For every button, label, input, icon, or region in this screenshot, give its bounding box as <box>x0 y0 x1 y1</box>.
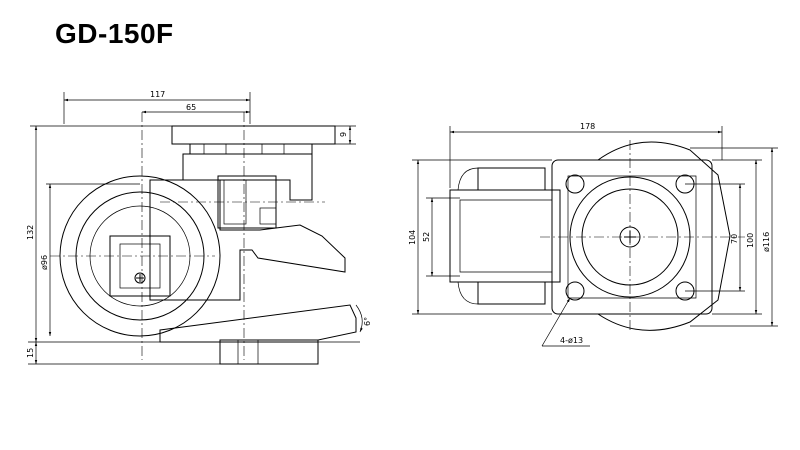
mount-hole-bl <box>565 281 585 301</box>
dim-overall-width: 117 <box>150 90 165 99</box>
axle-bolt <box>134 272 146 284</box>
dim-wheel-diameter: ø96 <box>40 255 49 270</box>
mount-hole-tl <box>565 174 585 194</box>
dim-inner-height: 52 <box>422 232 431 242</box>
dim-center-offset: 65 <box>186 103 196 112</box>
caster-fork <box>149 179 346 301</box>
dim-hole-callout: 4-ø13 <box>560 336 583 345</box>
dim-hole-pitch-a: 70 <box>730 234 739 244</box>
dim-plate-thickness: 9 <box>339 132 348 137</box>
wheel-bottom-segment <box>477 281 546 305</box>
model-title: GD-150F <box>55 18 174 49</box>
dim-base-height: 15 <box>26 348 35 358</box>
dim-overall-length: 178 <box>580 122 595 131</box>
dim-plate-size: ø116 <box>762 232 771 252</box>
leveling-pad <box>159 304 357 343</box>
wheel-hub <box>109 235 171 297</box>
top-mounting-plate <box>171 125 336 145</box>
dim-overall-height: 132 <box>26 225 35 240</box>
swivel-housing <box>182 153 313 201</box>
dim-angle: 6° <box>363 317 372 326</box>
wheel-top-segment <box>477 167 546 191</box>
dim-hole-pitch-b: 100 <box>746 233 755 248</box>
top-view: 178 104 52 70 100 ø116 4-ø13 <box>408 122 778 347</box>
plate-bolt-row <box>189 143 313 155</box>
wheel-body <box>449 189 561 283</box>
side-view: 117 65 9 132 ø96 15 6° <box>26 90 372 365</box>
base-foot <box>219 339 319 365</box>
dim-frame-height: 104 <box>408 230 417 245</box>
swivel-outline <box>597 141 731 331</box>
